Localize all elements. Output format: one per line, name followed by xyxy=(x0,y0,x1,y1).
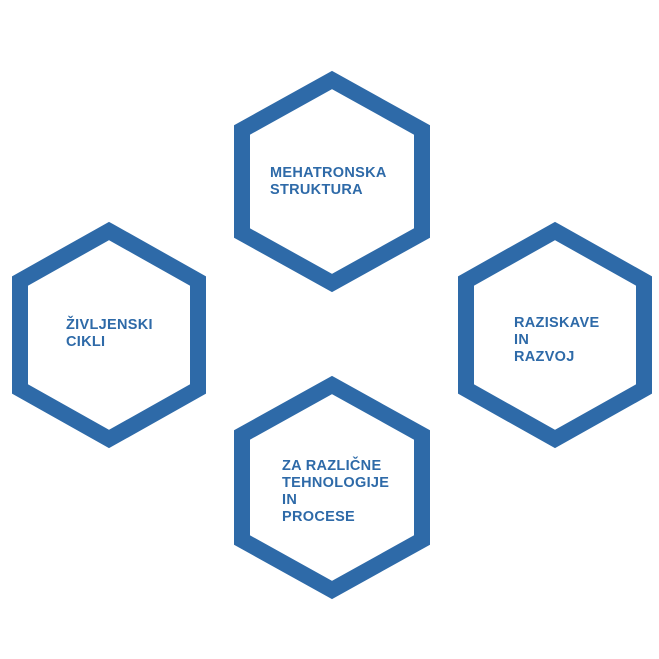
hexagon-tehnologije: ZA RAZLIČNE TEHNOLOGIJE IN PROCESE xyxy=(234,375,430,600)
hexagon-raziskave-line-3: RAZVOJ xyxy=(514,349,575,365)
hexagon-mehatronska-label: MEHATRONSKA STRUKTURA xyxy=(270,165,390,198)
hexagon-zivljenski-line-2: CIKLI xyxy=(66,334,105,350)
hexagon-tehnologije-label: ZA RAZLIČNE TEHNOLOGIJE IN PROCESE xyxy=(282,456,394,525)
hexagon-tehnologije-line-3: IN xyxy=(282,492,297,508)
hexagon-raziskave: RAZISKAVE IN RAZVOJ xyxy=(458,221,652,449)
hexagon-tehnologije-line-1: ZA RAZLIČNE xyxy=(282,456,381,474)
hexagon-tehnologije-line-4: PROCESE xyxy=(282,509,355,525)
hexagon-zivljenski: ŽIVLJENSKI CIKLI xyxy=(12,221,206,449)
hexagon-mehatronska: MEHATRONSKA STRUKTURA xyxy=(234,70,430,293)
hexagon-mehatronska-line-2: STRUKTURA xyxy=(270,182,363,198)
hexagon-tehnologije-shape xyxy=(234,375,430,600)
hexagon-mehatronska-shape xyxy=(234,70,430,293)
hexagon-raziskave-line-2: IN xyxy=(514,332,529,348)
hexagon-mehatronska-line-1: MEHATRONSKA xyxy=(270,165,387,181)
hexagon-raziskave-label: RAZISKAVE IN RAZVOJ xyxy=(514,315,604,365)
hexagon-zivljenski-label: ŽIVLJENSKI CIKLI xyxy=(66,315,157,350)
hexagon-zivljenski-line-1: ŽIVLJENSKI xyxy=(66,315,153,333)
hexagon-raziskave-shape xyxy=(458,221,652,449)
hexagon-raziskave-line-1: RAZISKAVE xyxy=(514,315,599,331)
hexagon-zivljenski-shape xyxy=(12,221,206,449)
hexagon-tehnologije-line-2: TEHNOLOGIJE xyxy=(282,475,389,491)
